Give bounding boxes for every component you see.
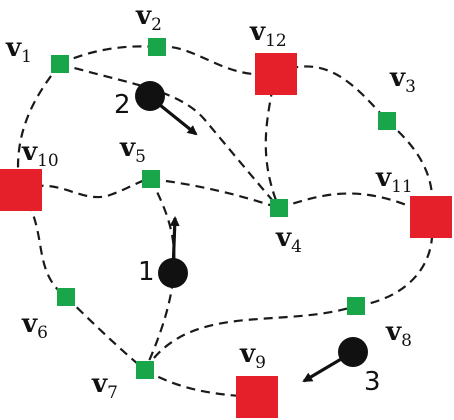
vertex-v7-node xyxy=(136,361,154,379)
vertex-v10-label: v10 xyxy=(21,137,59,171)
edge-v6-v7 xyxy=(65,296,146,371)
vertex-v6-node xyxy=(57,288,75,306)
edge-v5-v4 xyxy=(150,177,280,210)
vertex-v8-label: v8 xyxy=(385,317,412,351)
vertex-v9-label: v9 xyxy=(239,339,266,373)
robot-2-label: 2 xyxy=(114,90,131,120)
vertex-v11-node xyxy=(410,196,452,238)
robot-1-label: 1 xyxy=(138,257,155,287)
vertex-v2-node xyxy=(148,38,166,56)
edge-v1-v4 xyxy=(59,62,280,209)
vertex-label-layer: v1 v2 v3 v4 v5 v6 v7 v8 v9 v10 v11 v12 xyxy=(5,1,416,403)
robot-1 xyxy=(158,258,188,288)
edge-v10-v5 xyxy=(19,177,152,199)
edge-v12-v4 xyxy=(264,72,281,209)
edge-v8-v11 xyxy=(355,215,434,308)
edge-v5-v7 xyxy=(143,178,176,371)
vertex-v5-label: v5 xyxy=(119,133,146,167)
edge-v4-v11 xyxy=(278,192,432,217)
vertex-v4-label: v4 xyxy=(275,223,302,257)
robot-3-label: 3 xyxy=(364,367,381,397)
vertex-v1-label: v1 xyxy=(5,33,32,67)
edge-layer xyxy=(17,45,434,399)
robot-layer: 1 2 3 xyxy=(114,81,381,397)
vertex-v2-label: v2 xyxy=(135,1,162,35)
vertex-v9-node xyxy=(236,376,278,418)
vertex-v11-label: v11 xyxy=(375,163,413,197)
vertex-v12-node xyxy=(255,53,297,95)
vertex-v12-label: v12 xyxy=(249,17,287,51)
robot-2 xyxy=(135,81,165,111)
vertex-v7-label: v7 xyxy=(91,369,118,403)
edge-v1-v2 xyxy=(59,45,158,65)
vertex-v5-node xyxy=(142,170,160,188)
robot-3 xyxy=(338,337,368,367)
vertex-v6-label: v6 xyxy=(21,309,48,343)
vertex-layer xyxy=(0,38,452,418)
edge-v7-v8 xyxy=(144,304,357,371)
vertex-v1-node xyxy=(51,55,69,73)
edge-v12-v3 xyxy=(274,65,388,122)
vertex-v3-label: v3 xyxy=(389,63,416,97)
vertex-v3-node xyxy=(378,112,396,130)
vertex-v4-node xyxy=(270,199,288,217)
vertex-v8-node xyxy=(347,297,365,315)
vertex-v10-node xyxy=(0,169,42,211)
